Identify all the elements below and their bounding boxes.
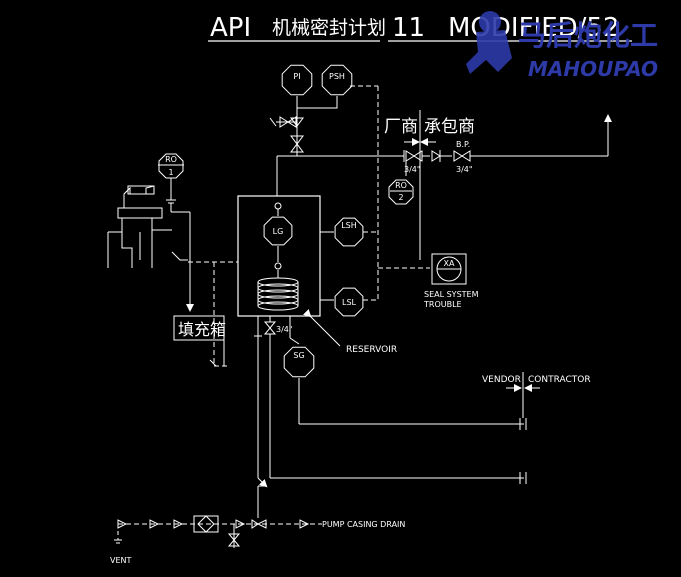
vendor-label: VENDOR [482, 375, 521, 385]
mascot-logo [466, 11, 512, 74]
vendor-contractor-cn: 厂商 承包商 [384, 110, 475, 260]
vendor-contractor-en: VENDOR CONTRACTOR [482, 372, 591, 392]
top-vent-piping [269, 96, 400, 196]
reservoir: LG RESERVOIR [237, 195, 397, 355]
ro1-label-top: RO [165, 155, 177, 164]
lsh-instrument: LSH [334, 217, 364, 247]
lsh-label: LSH [341, 221, 357, 230]
pump-seal-housing [107, 185, 172, 268]
gland-box-label: 填充箱 [178, 320, 226, 339]
sg-label: SG [293, 351, 304, 360]
seal-line1-label: SEAL SYSTEM [424, 290, 479, 299]
alarm-signal-lines [350, 85, 430, 301]
lsl-label: LSL [342, 298, 357, 307]
size-b-label: 3/4" [456, 165, 473, 174]
ro1-instrument: RO 1 [158, 153, 184, 179]
outlet-piping [400, 114, 612, 176]
size-a-label: 3/4" [404, 165, 421, 174]
reservoir-label: RESERVOIR [346, 345, 397, 355]
watermark: 马后炮化工 MAHOUPAO [466, 11, 658, 81]
contractor-label: CONTRACTOR [528, 375, 591, 385]
size-c-label: 3/4" [276, 325, 293, 334]
title-modified: MODIFIED/52 [448, 13, 620, 43]
xa-label: XA [444, 259, 455, 268]
title-block: API 机械密封计划 11 MODIFIED/52 [208, 13, 632, 43]
pump-drain-label: PUMP CASING DRAIN [322, 520, 405, 529]
sg-instrument: SG [283, 337, 315, 378]
seal-flush-line [166, 178, 238, 367]
title-prefix: API [210, 13, 251, 43]
drain-valve [254, 316, 277, 478]
bp-label: B.P. [456, 140, 470, 149]
psh-instrument: PSH [321, 64, 353, 96]
cooling-water-lines [257, 372, 527, 488]
contractor-cn-label: 承包商 [424, 117, 475, 137]
ro2-label-top: RO [395, 181, 407, 190]
psh-label: PSH [329, 72, 345, 81]
pi-label: PI [293, 72, 300, 81]
watermark-cn: 马后炮化工 [518, 19, 658, 52]
ro2-label-bottom: 2 [398, 193, 403, 202]
lsl-instrument: LSL [334, 287, 364, 317]
gland-box: 填充箱 [173, 315, 226, 341]
cooling-coil [257, 262, 299, 311]
title-plan-number: 11 [392, 13, 425, 43]
pump-casing-drain-line [114, 486, 322, 548]
seal-line2-label: TROUBLE [423, 300, 462, 309]
title-cn: 机械密封计划 [272, 17, 386, 39]
lg-level-gauge: LG [263, 202, 293, 262]
xa-alarm: XA SEAL SYSTEM TROUBLE [423, 253, 479, 309]
pi-instrument: PI [281, 64, 313, 96]
watermark-en: MAHOUPAO [528, 57, 658, 81]
ro1-label-bottom: 1 [168, 168, 173, 177]
vendor-cn-label: 厂商 [384, 117, 418, 137]
vent-label: VENT [110, 556, 132, 565]
lg-label: LG [273, 227, 284, 236]
ro2-instrument: RO 2 [388, 179, 414, 205]
